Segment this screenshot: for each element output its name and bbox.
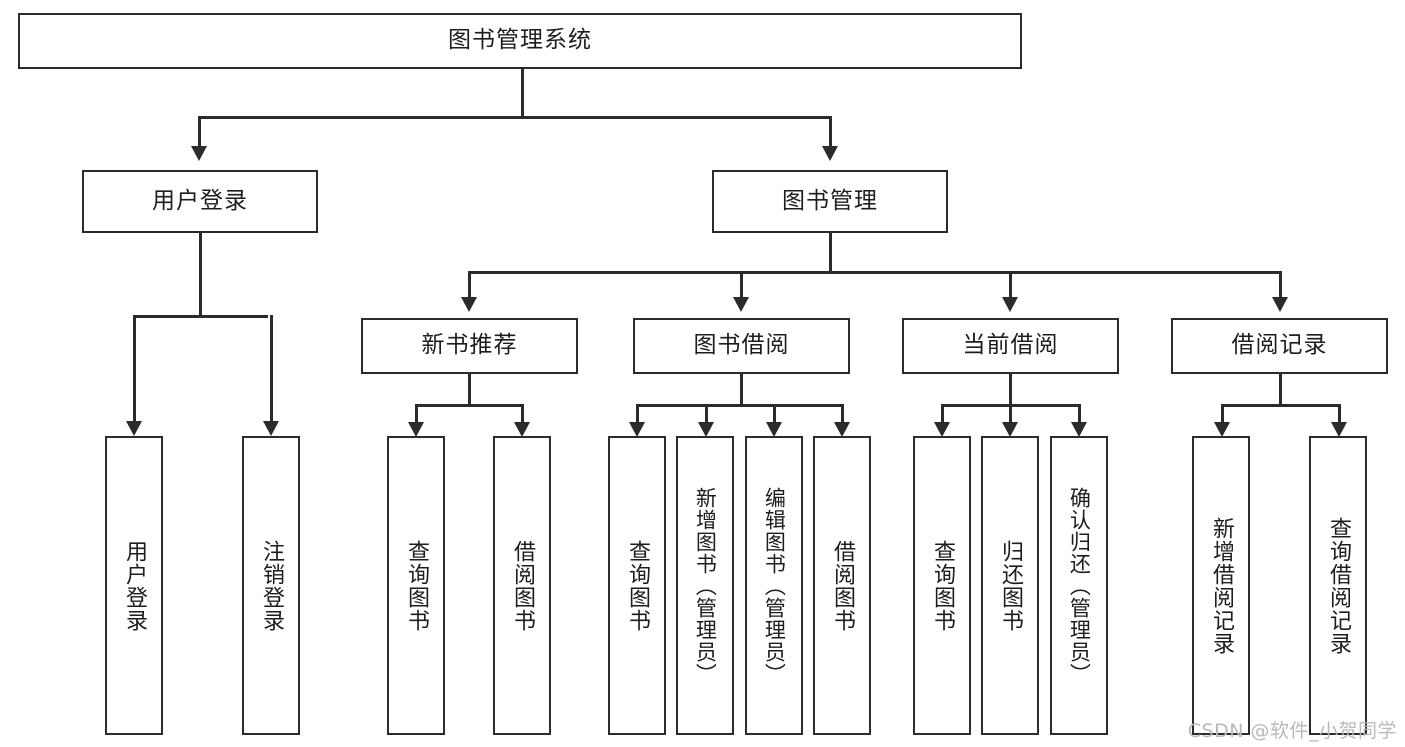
connector-bm-drop-4 (1279, 271, 1282, 297)
node-leaf-cb-confirm-return-admin[interactable]: 确认归还（管理员） (1050, 436, 1108, 735)
arrowhead-nbr-leaf-1 (408, 422, 424, 437)
connector-bb-drop-4 (841, 404, 844, 422)
node-leaf-nbr-query-book[interactable]: 查询图书 (387, 436, 445, 735)
node-leaf-bb-borrow-book[interactable]: 借阅图书 (813, 436, 871, 735)
connector-nbr-drop-2 (521, 404, 524, 422)
node-leaf-bb-add-book-admin[interactable]: 新增图书（管理员） (676, 436, 734, 735)
arrowhead-nbr-leaf-2 (514, 422, 530, 437)
node-leaf-cb-query-book[interactable]: 查询图书 (913, 436, 971, 735)
arrowhead-new-book-recommend (461, 297, 477, 312)
arrowhead-to-user-login (191, 146, 207, 161)
connector-bm-drop-2 (740, 271, 743, 297)
node-label: 新书推荐 (421, 332, 518, 359)
node-label: 当前借阅 (962, 332, 1059, 359)
connector-nbr-stem (468, 374, 471, 406)
connector-user-login-bus (133, 315, 268, 318)
arrowhead-br-leaf-1 (1214, 422, 1230, 437)
node-new-book-recommend[interactable]: 新书推荐 (361, 318, 578, 374)
node-label: 图书管理 (782, 187, 878, 214)
node-label: 新增图书（管理员） (693, 486, 718, 685)
connector-bm-drop-3 (1009, 271, 1012, 297)
node-label: 图书管理系统 (448, 27, 592, 54)
node-leaf-cb-return-book[interactable]: 归还图书 (981, 436, 1039, 735)
node-leaf-br-add-record[interactable]: 新增借阅记录 (1192, 436, 1250, 735)
node-label: 查询图书 (624, 539, 650, 632)
connector-root-to-book-management (829, 116, 832, 146)
connector-bb-drop-2 (705, 404, 708, 422)
connector-book-management-bus (468, 271, 1282, 274)
arrowhead-br-leaf-2 (1331, 422, 1347, 437)
connector-br-drop-2 (1338, 404, 1341, 422)
node-leaf-logout[interactable]: 注销登录 (242, 436, 300, 735)
node-leaf-nbr-borrow-book[interactable]: 借阅图书 (493, 436, 551, 735)
node-label: 查询借阅记录 (1325, 516, 1351, 655)
arrowhead-to-book-management (822, 146, 838, 161)
node-label: 确认归还（管理员） (1067, 486, 1092, 685)
connector-cb-drop-3 (1078, 404, 1081, 422)
connector-root-stem (521, 69, 524, 117)
connector-br-stem (1279, 374, 1282, 406)
connector-user-login-drop-1 (133, 315, 136, 421)
node-leaf-bb-query-book[interactable]: 查询图书 (608, 436, 666, 735)
node-label: 编辑图书（管理员） (762, 486, 787, 685)
node-label: 归还图书 (997, 539, 1023, 632)
node-label: 查询图书 (929, 539, 955, 632)
connector-bb-stem (740, 374, 743, 406)
node-label: 注销登录 (258, 539, 284, 632)
arrowhead-borrow-record (1272, 297, 1288, 312)
connector-cb-drop-1 (941, 404, 944, 422)
node-label: 借阅图书 (509, 539, 535, 632)
connector-bb-drop-1 (636, 404, 639, 422)
connector-bm-drop-1 (468, 271, 471, 297)
watermark-text: CSDN @软件_小贺同学 (1187, 720, 1397, 742)
node-book-borrow[interactable]: 图书借阅 (633, 318, 850, 374)
arrowhead-cb-leaf-3 (1071, 422, 1087, 437)
connector-nbr-bus (415, 404, 524, 407)
connector-user-login-drop-2 (270, 315, 273, 421)
node-label: 查询图书 (403, 539, 429, 632)
connector-nbr-drop-1 (415, 404, 418, 422)
node-leaf-user-login[interactable]: 用户登录 (105, 436, 163, 735)
connector-root-bus (198, 116, 832, 119)
arrowhead-user-login-leaf-1 (126, 421, 142, 436)
connector-bb-drop-3 (773, 404, 776, 422)
connector-br-drop-1 (1221, 404, 1224, 422)
node-label: 借阅图书 (829, 539, 855, 632)
connector-root-to-user-login (198, 116, 201, 146)
connector-br-bus (1221, 404, 1340, 407)
arrowhead-bb-leaf-1 (629, 422, 645, 437)
node-label: 用户登录 (152, 187, 248, 214)
node-label: 图书借阅 (693, 332, 790, 359)
node-leaf-bb-edit-book-admin[interactable]: 编辑图书（管理员） (745, 436, 803, 735)
node-current-borrow[interactable]: 当前借阅 (902, 318, 1119, 374)
connector-book-management-stem (829, 233, 832, 273)
arrowhead-cb-leaf-2 (1002, 422, 1018, 437)
node-user-login[interactable]: 用户登录 (82, 170, 318, 233)
arrowhead-cb-leaf-1 (934, 422, 950, 437)
arrowhead-book-borrow (733, 297, 749, 312)
node-label: 借阅记录 (1231, 332, 1328, 359)
connector-cb-drop-2 (1009, 404, 1012, 422)
arrowhead-bb-leaf-4 (834, 422, 850, 437)
node-root-book-management-system[interactable]: 图书管理系统 (18, 13, 1022, 69)
connector-user-login-stem (199, 233, 202, 317)
arrowhead-user-login-leaf-2 (263, 421, 279, 436)
arrowhead-bb-leaf-3 (766, 422, 782, 437)
node-borrow-record[interactable]: 借阅记录 (1171, 318, 1388, 374)
node-book-management[interactable]: 图书管理 (712, 170, 948, 233)
node-label: 用户登录 (121, 539, 147, 632)
arrowhead-bb-leaf-2 (698, 422, 714, 437)
connector-cb-stem (1009, 374, 1012, 406)
node-label: 新增借阅记录 (1208, 516, 1234, 655)
arrowhead-current-borrow (1002, 297, 1018, 312)
node-leaf-br-query-record[interactable]: 查询借阅记录 (1309, 436, 1367, 735)
connector-bb-bus (636, 404, 843, 407)
